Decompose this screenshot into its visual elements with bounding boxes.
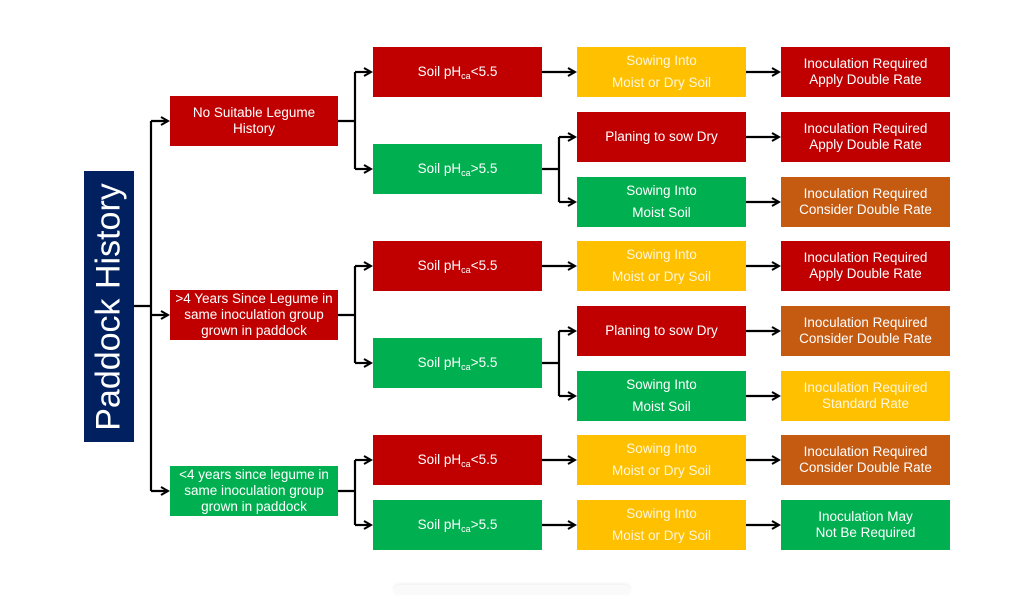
soil-ph-label: Soil pHca<5.5 (417, 258, 498, 275)
page-title: Paddock History (89, 182, 128, 431)
soil-ph-low-box: Soil pHca<5.5 (373, 47, 542, 97)
soil-ph-label: Soil pHca>5.5 (417, 355, 498, 372)
soil-ph-label: Soil pHca>5.5 (417, 161, 498, 178)
bottom-toolbar-edge (394, 585, 630, 595)
soil-ph-high-box: Soil pHca>5.5 (373, 144, 542, 194)
level1-under-4-years: <4 years since legume in same inoculatio… (170, 466, 338, 516)
level1-label: <4 years since legume in same inoculatio… (179, 467, 329, 514)
level1-over-4-years: >4 Years Since Legume in same inoculatio… (170, 290, 338, 340)
sowing-label: Planing to sow Dry (605, 129, 718, 144)
soil-ph-high-box: Soil pHca>5.5 (373, 338, 542, 388)
paddock-history-title-box: Paddock History (84, 171, 134, 442)
soil-ph-label: Soil pHca>5.5 (417, 517, 498, 534)
sowing-label: Planing to sow Dry (605, 323, 718, 338)
soil-ph-high-box: Soil pHca>5.5 (373, 500, 542, 550)
level1-no-suitable-legume: No Suitable Legume History (170, 96, 338, 146)
soil-ph-low-box: Soil pHca<5.5 (373, 435, 542, 485)
level1-label: No Suitable Legume History (192, 105, 316, 136)
soil-ph-low-box: Soil pHca<5.5 (373, 241, 542, 291)
soil-ph-label: Soil pHca<5.5 (417, 64, 498, 81)
level1-label: >4 Years Since Legume in same inoculatio… (175, 291, 333, 338)
sowing-dry-box: Planing to sow Dry (577, 306, 746, 356)
soil-ph-label: Soil pHca<5.5 (417, 452, 498, 469)
sowing-dry-box: Planing to sow Dry (577, 112, 746, 162)
